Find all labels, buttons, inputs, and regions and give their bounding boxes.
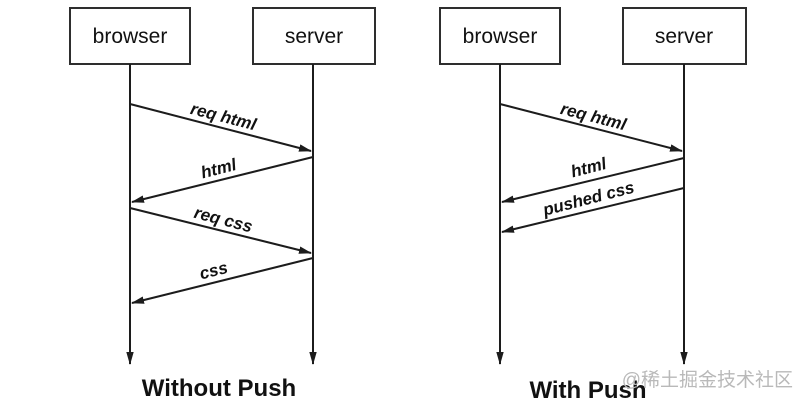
diagram-title-without-push: Without Push	[142, 375, 296, 402]
actor-box-browser	[439, 7, 561, 65]
diagram-without-push: browser server req html html req css css…	[69, 7, 376, 402]
message-arrow-req-html	[129, 103, 312, 152]
actor-box-server	[252, 7, 376, 65]
message-arrow-pushed-css	[501, 187, 685, 233]
actor-box-browser	[69, 7, 191, 65]
message-arrow-css	[131, 257, 314, 304]
actor-label-server: server	[285, 25, 343, 48]
actor-label-browser: browser	[93, 25, 168, 48]
message-arrow-req-html	[499, 103, 683, 152]
message-arrow-req-css	[129, 207, 312, 254]
message-arrow-html	[501, 157, 685, 203]
diagram-title-with-push: With Push	[529, 377, 646, 402]
diagram-with-push: browser server req html html pushed css …	[439, 7, 747, 402]
actor-box-server	[622, 7, 747, 65]
actor-label-server: server	[655, 25, 713, 48]
watermark: @稀土掘金技术社区	[622, 369, 793, 391]
message-label-html: html	[199, 155, 240, 183]
actor-label-browser: browser	[463, 25, 538, 48]
message-arrow-html	[131, 156, 314, 203]
message-label-pushed-css: pushed css	[540, 178, 636, 220]
